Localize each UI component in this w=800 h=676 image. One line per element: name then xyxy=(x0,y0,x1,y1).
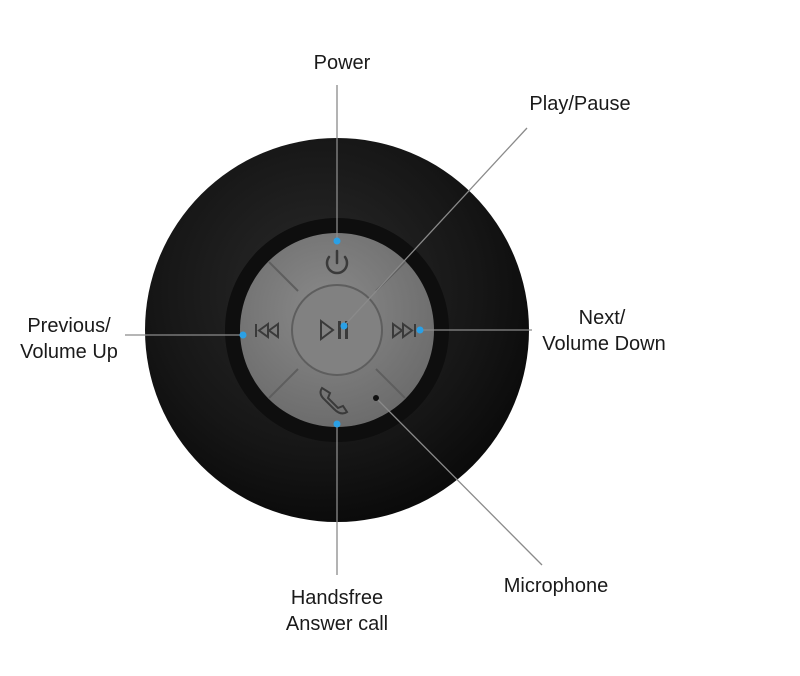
next-label-line1: Next/ xyxy=(579,307,626,329)
microphone-label: Microphone xyxy=(504,575,609,597)
play-pause-button[interactable] xyxy=(291,284,383,376)
previous-label-line1: Previous/ xyxy=(27,315,111,337)
play-pause-dot xyxy=(340,322,348,330)
handsfree-label-line1: Handsfree xyxy=(291,587,383,609)
next-dot xyxy=(416,326,424,334)
phone-icon xyxy=(319,386,349,415)
power-label: Power xyxy=(314,52,371,74)
play-pause-icon xyxy=(320,319,348,341)
previous-dot xyxy=(239,331,247,339)
play-pause-leader xyxy=(343,127,528,327)
leader-lines xyxy=(125,85,543,575)
handsfree-dot xyxy=(333,420,341,428)
play-pause-label: Play/Pause xyxy=(529,93,630,115)
previous-track-icon xyxy=(255,322,279,339)
next-track-icon xyxy=(392,322,416,339)
indicator-dots xyxy=(239,237,424,428)
microphone-leader xyxy=(377,399,543,566)
handsfree-label-line2: Answer call xyxy=(286,613,388,635)
next-label-line2: Volume Down xyxy=(542,333,665,355)
microphone-hole xyxy=(373,395,379,401)
power-dot xyxy=(333,237,341,245)
previous-label-line2: Volume Up xyxy=(20,341,118,363)
power-icon xyxy=(325,249,349,275)
